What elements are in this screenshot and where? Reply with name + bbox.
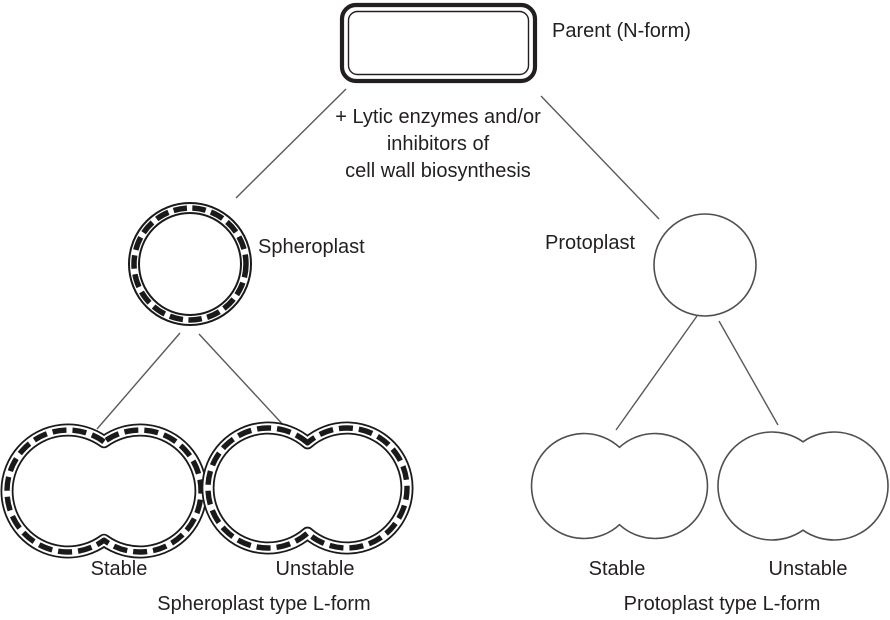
connector-parent-to-spheroplast <box>235 88 347 199</box>
protoplast-lform-caption: Protoplast type L-form <box>623 593 821 615</box>
spheroplast-unstable-label: Unstable <box>275 558 355 580</box>
treatment-line-2: inhibitors of <box>386 133 490 155</box>
treatment-text: + Lytic enzymes and/or inhibitors of cel… <box>335 104 540 185</box>
protoplast-unstable-label: Unstable <box>768 558 848 580</box>
spheroplast-cell-shape <box>128 202 252 326</box>
spheroplast-lform-stable-shape <box>0 423 208 559</box>
connector-spheroplast-to-unstable <box>198 333 288 430</box>
protoplast-stable-label: Stable <box>588 558 646 580</box>
spheroplast-label: Spheroplast <box>258 236 365 258</box>
protoplast-cell-shape <box>653 213 757 317</box>
connector-protoplast-to-unstable <box>718 320 779 426</box>
spheroplast-lform-unstable-shape <box>201 421 414 555</box>
treatment-line-3: cell wall biosynthesis <box>345 160 531 182</box>
treatment-line-1: + Lytic enzymes and/or <box>335 106 541 128</box>
parent-cell-shape <box>339 2 538 84</box>
connector-protoplast-to-stable <box>615 315 698 431</box>
connector-lines <box>96 88 779 431</box>
protoplast-lform-stable-shape <box>530 432 709 540</box>
parent-label: Parent (N-form) <box>552 20 691 42</box>
connector-parent-to-protoplast <box>540 95 660 220</box>
spheroplast-stable-label: Stable <box>90 558 148 580</box>
connector-spheroplast-to-stable <box>96 332 181 430</box>
spheroplast-lform-caption: Spheroplast type L-form <box>157 593 371 615</box>
protoplast-label: Protoplast <box>545 232 636 254</box>
protoplast-lform-unstable-shape <box>717 431 889 541</box>
